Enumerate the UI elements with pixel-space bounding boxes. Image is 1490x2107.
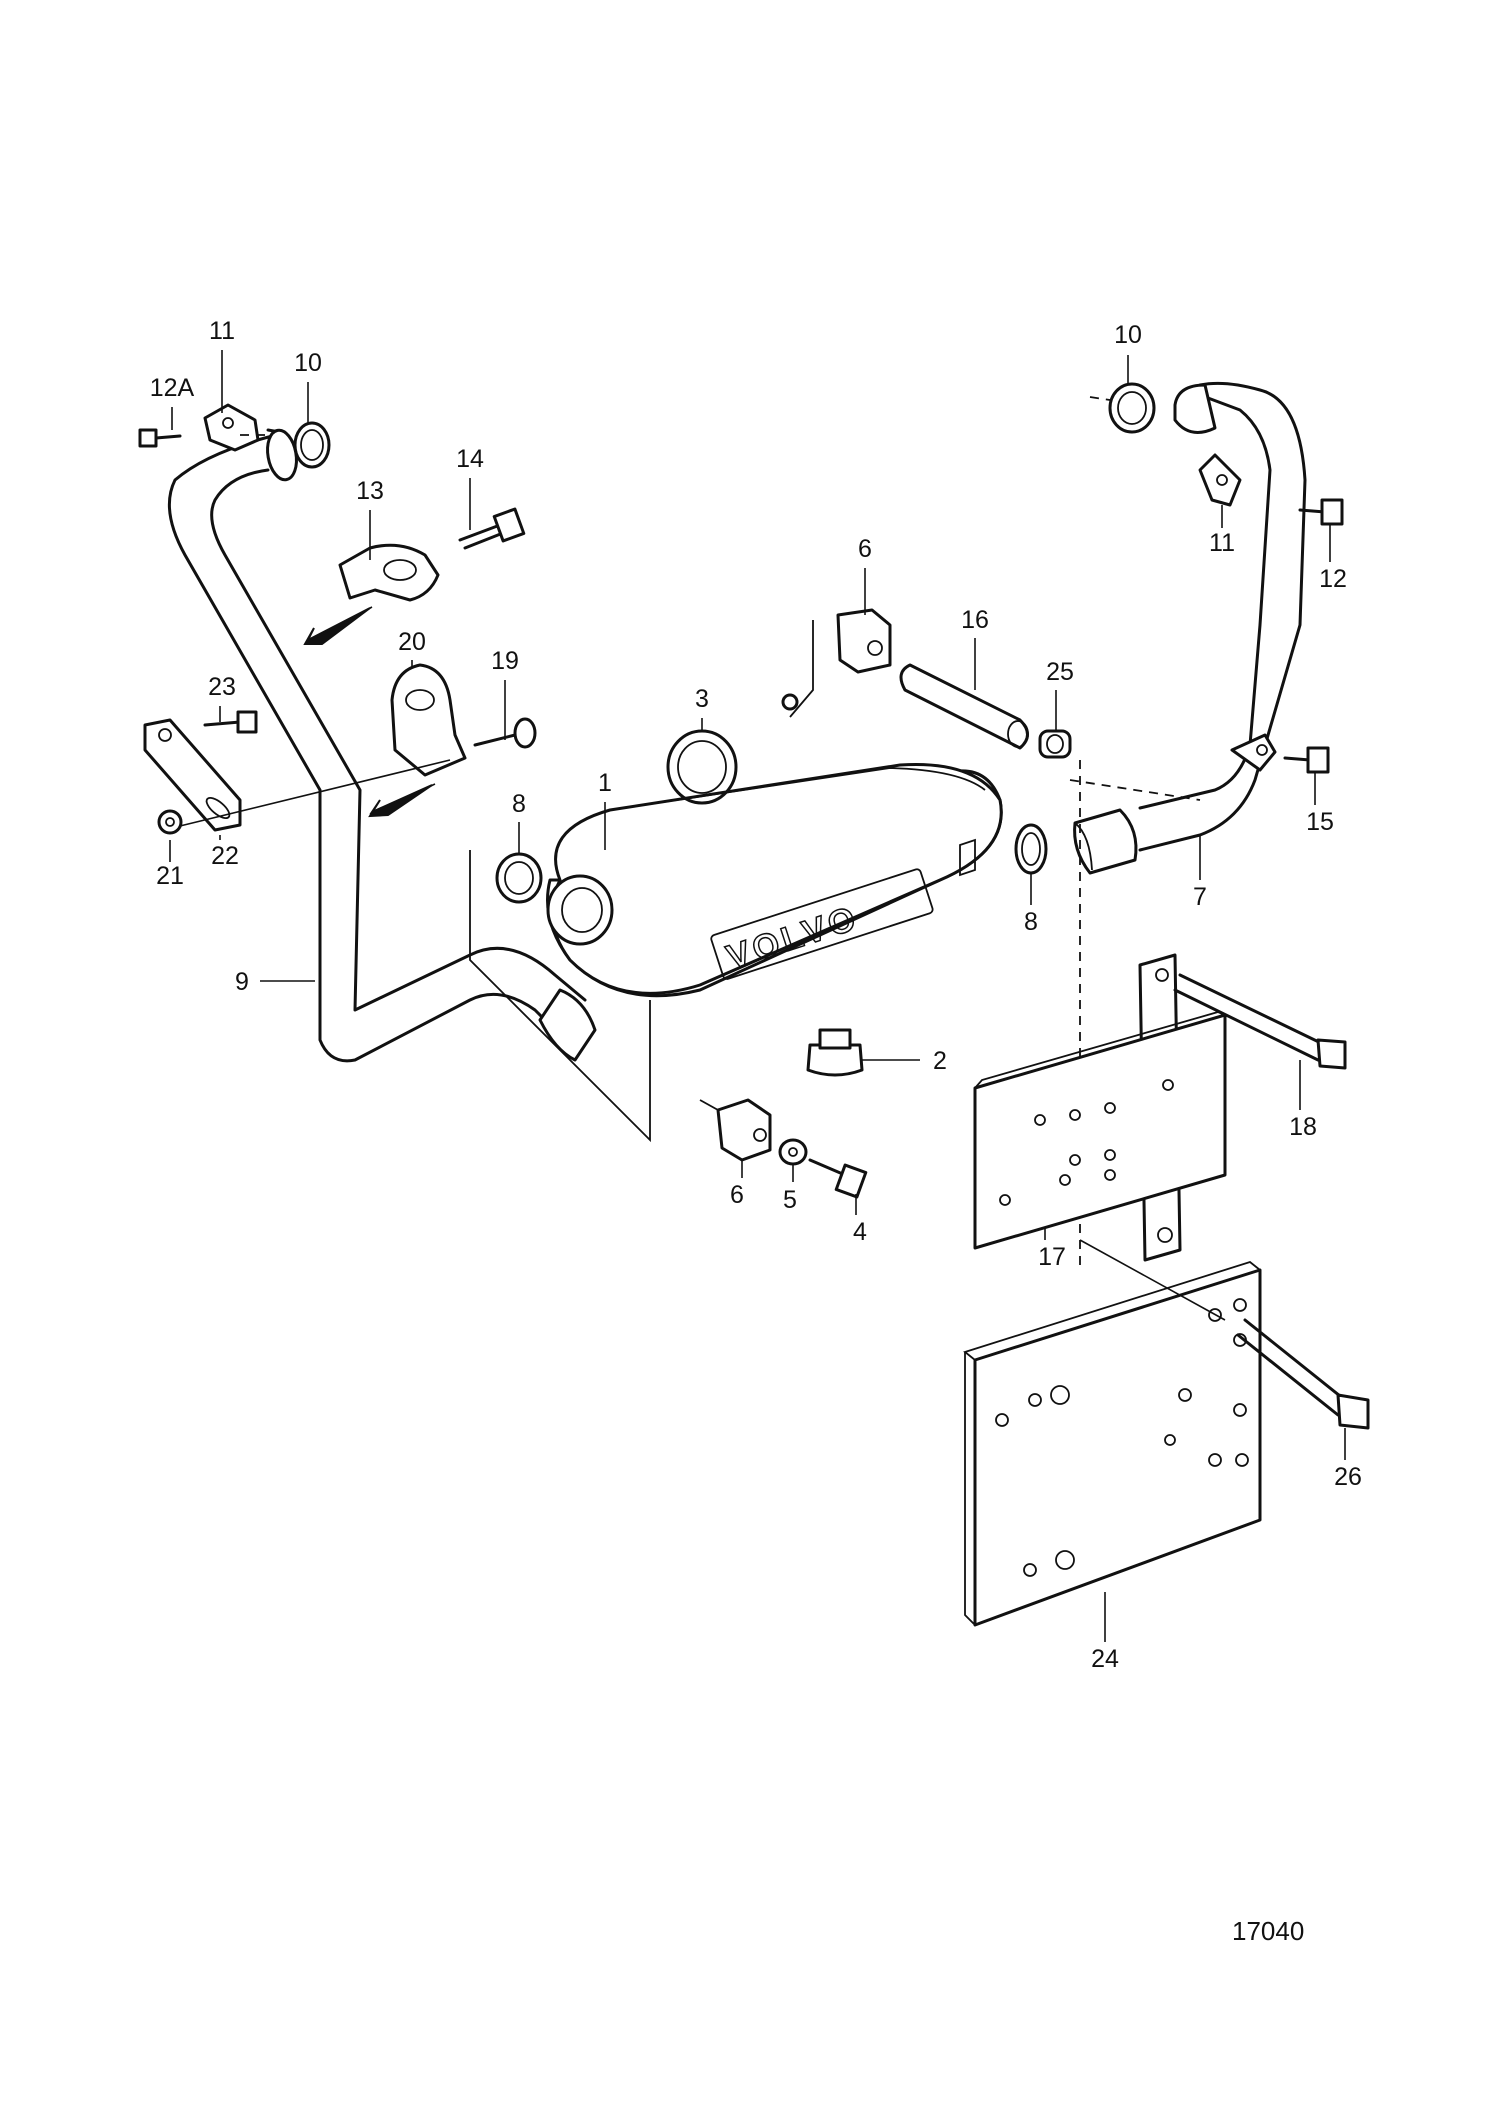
callout-13: 13 <box>356 477 384 505</box>
flange-left <box>203 403 260 452</box>
callout-5: 5 <box>783 1186 797 1214</box>
sealing-ring-8-right <box>1014 823 1048 875</box>
callout-6-top: 6 <box>858 535 872 563</box>
callout-21: 21 <box>156 862 184 890</box>
callout-9: 9 <box>235 968 249 996</box>
nut-top <box>781 693 799 711</box>
reference-box-left <box>469 850 651 1143</box>
rubber-mount-6-bottom <box>716 1098 772 1162</box>
washer-5 <box>778 1138 808 1166</box>
sealing-ring-3 <box>666 729 738 805</box>
bushing-25 <box>1038 729 1072 759</box>
callout-10-right: 10 <box>1114 321 1142 349</box>
screw-19 <box>473 717 537 749</box>
bolt-26 <box>1236 1318 1370 1430</box>
clamp-13 <box>338 543 440 602</box>
base-plate-24 <box>963 1260 1262 1627</box>
callout-17: 17 <box>1038 1243 1066 1271</box>
callout-14: 14 <box>456 445 484 473</box>
callout-2: 2 <box>933 1047 947 1075</box>
callout-16: 16 <box>961 606 989 634</box>
callout-24: 24 <box>1091 1645 1119 1673</box>
bolt-4 <box>808 1158 868 1199</box>
leader-lines <box>169 350 1346 1642</box>
screw-23 <box>203 710 258 734</box>
callout-7: 7 <box>1193 883 1207 911</box>
bolt-12a <box>138 428 182 448</box>
exhaust-pipe-right <box>1073 381 1307 875</box>
drawing-number: 17040 <box>1232 1916 1304 1946</box>
callout-22: 22 <box>211 842 239 870</box>
callout-labels: 11 12A 10 14 13 20 19 23 21 22 9 8 1 3 6… <box>150 317 1362 1673</box>
bracket-plate-22 <box>143 718 242 832</box>
callout-12: 12 <box>1319 565 1347 593</box>
bolt-12 <box>1298 498 1344 526</box>
callout-6-bottom: 6 <box>730 1181 744 1209</box>
sealing-ring-10-left <box>293 421 331 469</box>
reference-box-right <box>789 620 814 718</box>
callout-20: 20 <box>398 628 426 656</box>
spacer-16 <box>899 663 1029 750</box>
callout-1: 1 <box>598 769 612 797</box>
washer-21 <box>157 809 183 835</box>
muffler-1: VOLVO <box>546 762 1003 998</box>
callout-12a: 12A <box>150 374 195 402</box>
callout-3: 3 <box>695 685 709 713</box>
callout-11-left: 11 <box>209 317 235 345</box>
callout-4: 4 <box>853 1218 867 1246</box>
mounting-bracket-17 <box>973 953 1227 1262</box>
callout-8-left: 8 <box>512 790 526 818</box>
callout-8-right: 8 <box>1024 908 1038 936</box>
callout-23: 23 <box>208 673 236 701</box>
exhaust-pipe-left <box>167 428 597 1063</box>
callout-26: 26 <box>1334 1463 1362 1491</box>
bolt-18 <box>1173 973 1347 1070</box>
flange-right <box>1198 453 1242 507</box>
callout-19: 19 <box>491 647 519 675</box>
sealing-ring-10-right <box>1108 382 1156 434</box>
bracket-15 <box>1230 733 1330 774</box>
callout-15: 15 <box>1306 808 1334 836</box>
drain-plug-2 <box>806 1028 864 1077</box>
sealing-ring-8-left <box>495 852 543 904</box>
rubber-mount-6-top <box>836 608 892 674</box>
callout-10-left: 10 <box>294 349 322 377</box>
callout-25: 25 <box>1046 658 1074 686</box>
bolt-14 <box>458 507 526 550</box>
clamp-20 <box>390 663 467 777</box>
callout-18: 18 <box>1289 1113 1317 1141</box>
callout-11-right: 11 <box>1209 529 1235 557</box>
